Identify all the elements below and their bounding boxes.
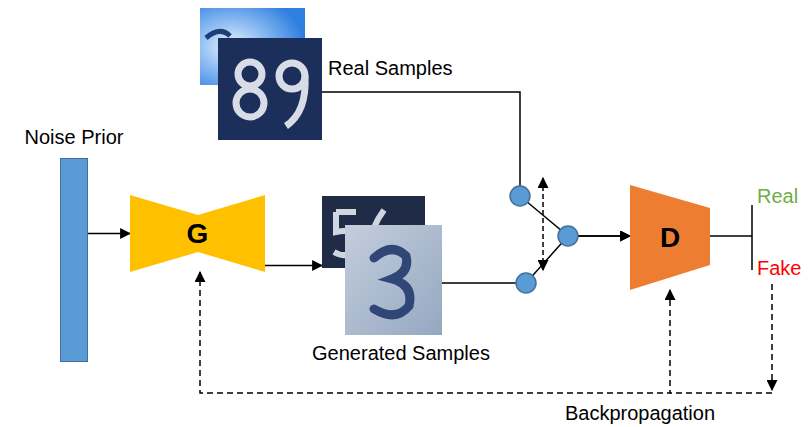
connector-arrow — [265, 265, 322, 267]
switch-contact — [510, 186, 530, 206]
backprop-drop — [771, 284, 773, 390]
noise-prior-bar: Noise Prior — [60, 158, 88, 362]
discriminator-block: D — [630, 185, 710, 290]
connector-arrow — [442, 236, 630, 283]
output-bracket — [751, 205, 753, 270]
switch-toggle — [542, 178, 544, 270]
output-fake-label: Fake — [757, 256, 801, 280]
output-real-label: Real — [757, 184, 798, 208]
sample-image — [200, 8, 322, 140]
output-line — [710, 235, 752, 237]
sample-image — [322, 196, 442, 335]
connector-arrow — [88, 233, 130, 235]
real-samples: Real Samples — [200, 8, 322, 140]
node-label: G — [187, 218, 209, 250]
switch-contact — [516, 273, 536, 293]
switch-contact — [558, 226, 578, 246]
node-label: D — [660, 222, 680, 254]
node-label: Real Samples — [328, 56, 453, 80]
edge-label: Backpropagation — [563, 401, 717, 425]
generator-block: G — [130, 195, 265, 272]
backprop-run — [670, 392, 772, 394]
node-label: Generated Samples — [312, 341, 490, 365]
generated-samples: Generated Samples — [322, 196, 442, 335]
node-label: Noise Prior — [25, 125, 124, 149]
